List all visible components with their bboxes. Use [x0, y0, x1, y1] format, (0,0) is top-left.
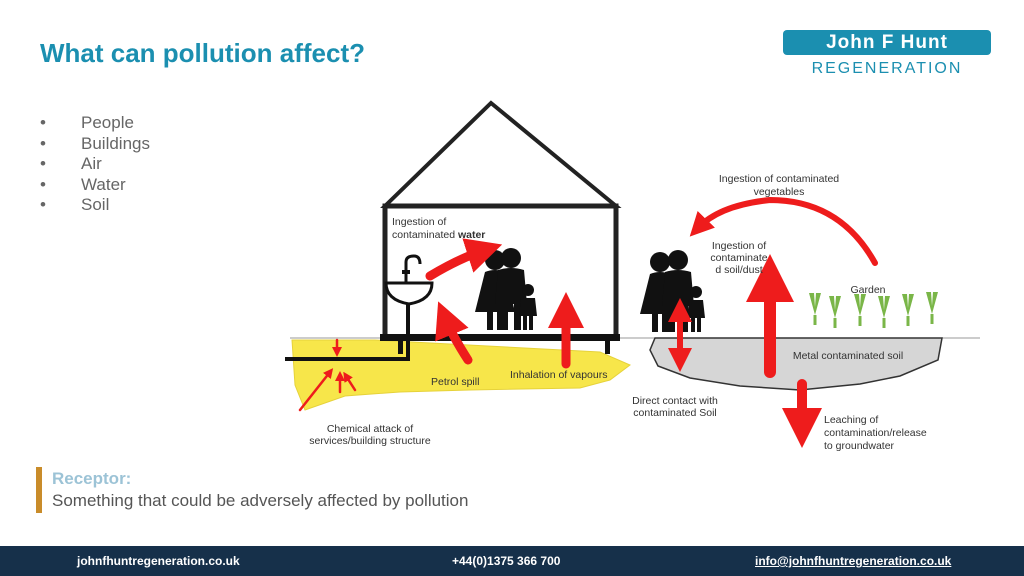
veg-arrow: [689, 196, 878, 266]
water-label-2: contaminated water: [392, 229, 485, 241]
chemical-label-1: Chemical attack of: [327, 423, 413, 435]
bullet-icon: •: [40, 174, 46, 194]
chemical-label-2: services/building structure: [309, 435, 431, 447]
family-outside-icon: [640, 250, 705, 332]
list-item: •Buildings: [40, 133, 150, 153]
service-pipe: [285, 298, 410, 361]
chemical-arrow-1: [298, 368, 334, 412]
receptor-accent-bar: [36, 467, 42, 513]
bullet-icon: •: [40, 113, 46, 132]
petrol-label: Petrol spill: [431, 376, 479, 388]
list-item: •Water: [40, 174, 126, 194]
receptor-definition: Something that could be adversely affect…: [52, 491, 469, 510]
bullet-icon: •: [40, 195, 46, 214]
direct-contact-label-1: Direct contact with: [632, 395, 718, 407]
footer-website-link[interactable]: johnfhuntregeneration.co.uk: [77, 554, 240, 568]
list-item: •Soil: [40, 195, 110, 214]
soil-label-1: Ingestion of: [712, 240, 766, 252]
logo-name: John F Hunt: [783, 30, 991, 55]
company-logo: John F Hunt REGENERATION: [783, 30, 991, 78]
leaching-label-3: to groundwater: [824, 440, 895, 452]
leaching-label-2: contamination/release: [824, 427, 927, 439]
veg-label-1: Ingestion of contaminated: [719, 173, 839, 185]
contaminated-soil: [649, 337, 943, 391]
water-label-1: Ingestion of: [392, 216, 446, 228]
list-item: •Air: [40, 154, 102, 173]
soil-label-2: contaminate: [710, 252, 767, 264]
soil-label-3: d soil/dust: [715, 264, 762, 276]
bullet-icon: •: [40, 154, 46, 173]
family-inside-icon: [475, 248, 537, 330]
receptor-title: Receptor:: [52, 469, 132, 488]
page-title: What can pollution affect?: [40, 38, 365, 68]
house-roof: [380, 100, 622, 208]
bullet-icon: •: [40, 133, 46, 153]
petrol-to-house-arrow: [435, 301, 473, 365]
footer-email-link[interactable]: info@johnfhuntregeneration.co.uk: [755, 554, 952, 568]
sink-icon: [384, 254, 434, 306]
garden-plants: [809, 292, 938, 328]
veg-label-2: vegetables: [754, 186, 805, 198]
chemical-arrow-3: [343, 371, 357, 392]
direct-contact-label-2: contaminated Soil: [633, 407, 716, 419]
receptor-list: •People •Buildings •Air •Water •Soil: [40, 113, 150, 216]
footer-bar: johnfhuntregeneration.co.uk +44(0)1375 3…: [0, 546, 1024, 576]
leaching-label-1: Leaching of: [824, 414, 878, 426]
logo-subtitle: REGENERATION: [811, 60, 963, 77]
metal-soil-label: Metal contaminated soil: [793, 350, 903, 362]
vapour-label: Inhalation of vapours: [510, 369, 607, 381]
list-item: •People: [40, 113, 134, 132]
house-floor: [380, 334, 620, 341]
footer-phone: +44(0)1375 366 700: [452, 554, 561, 568]
garden-label: Garden: [850, 284, 885, 296]
water-arrow: [425, 238, 503, 281]
